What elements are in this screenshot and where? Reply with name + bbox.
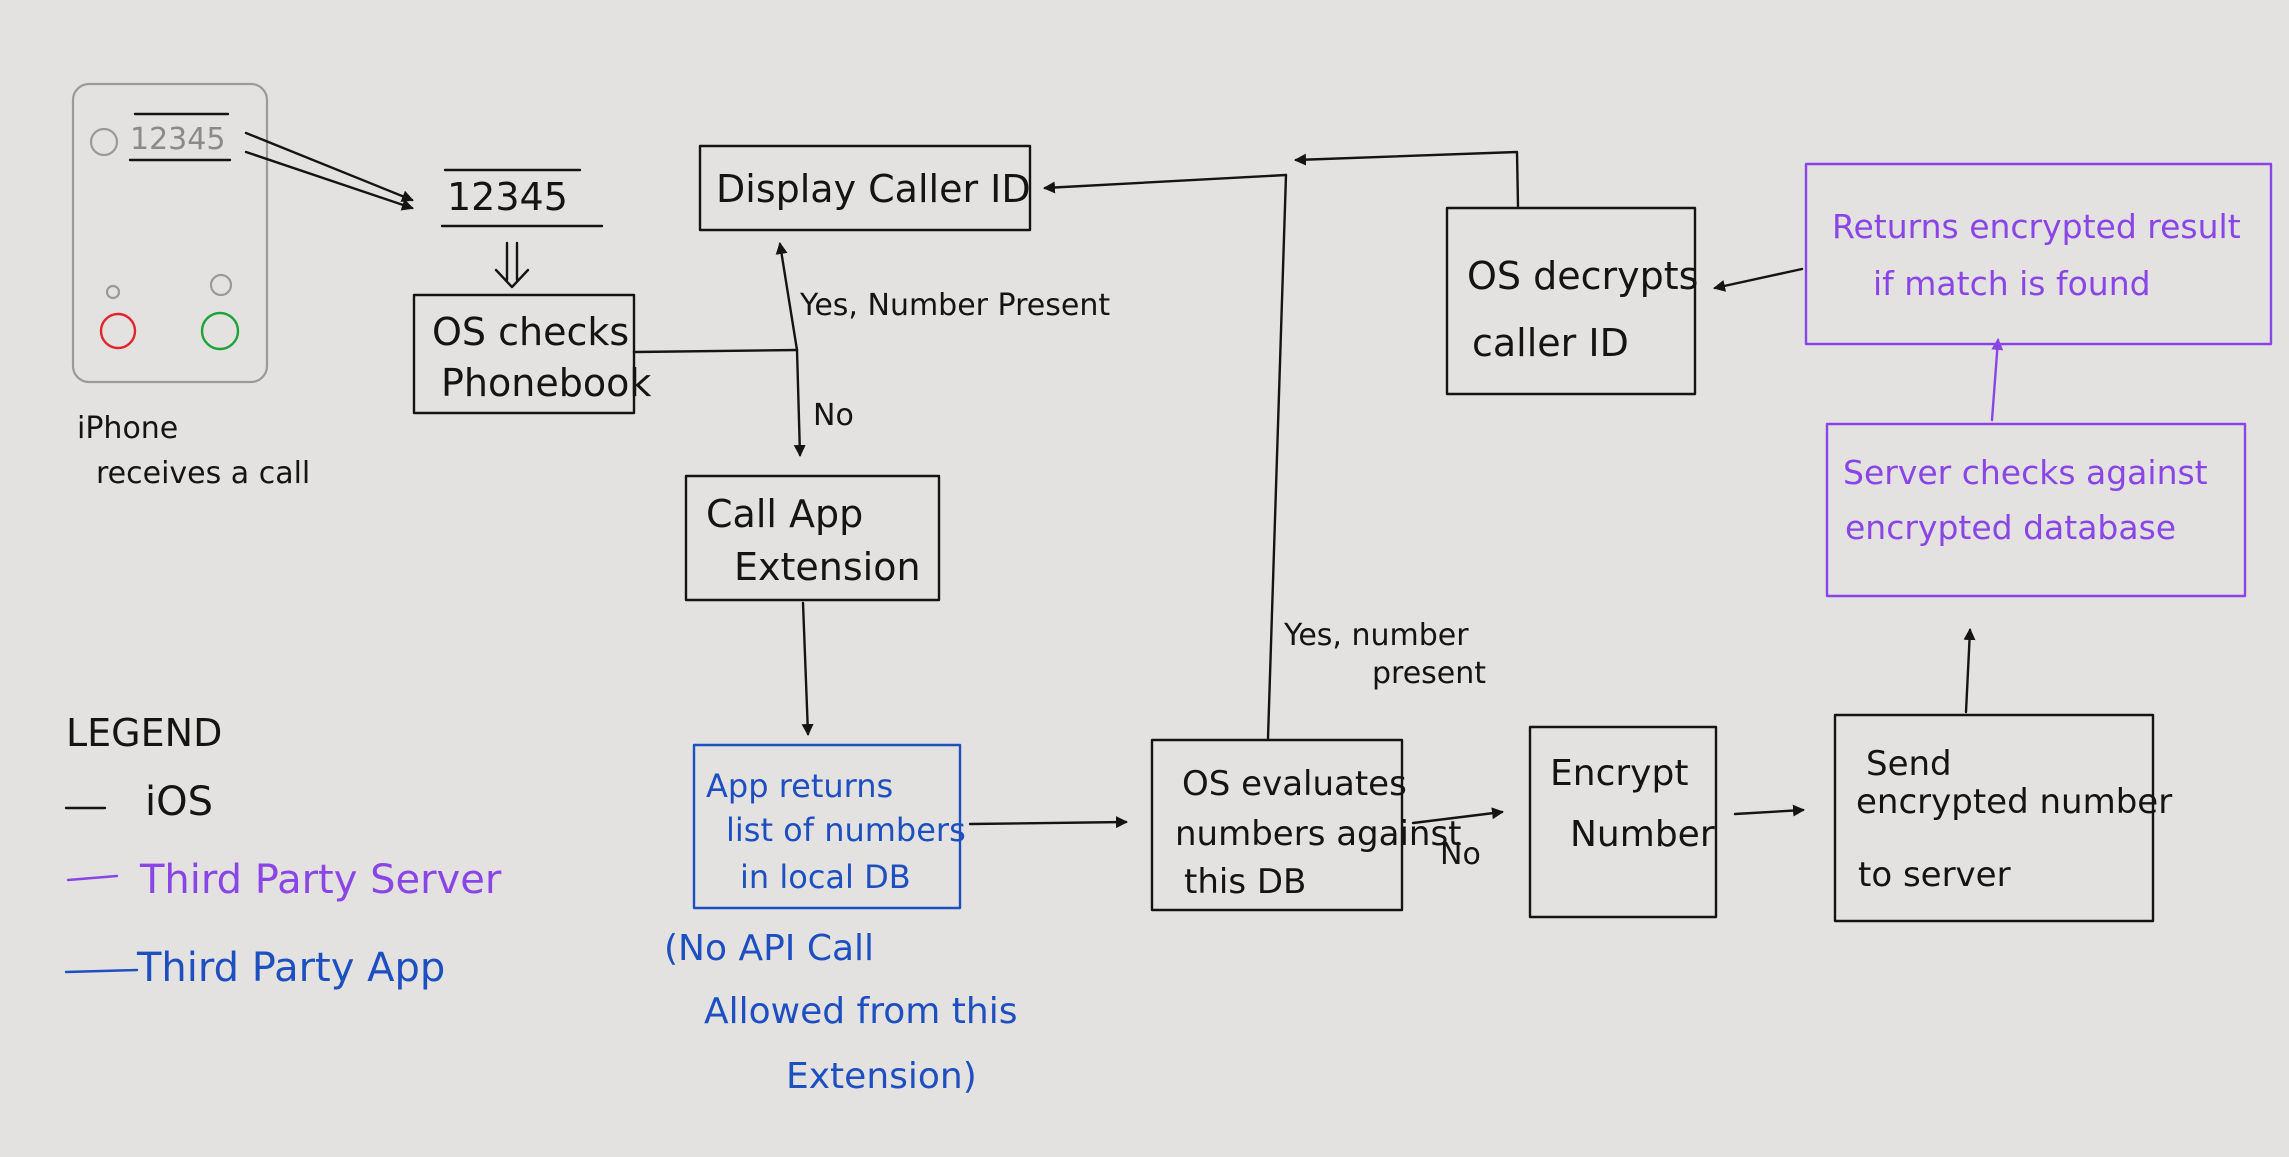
node-os-checks-phonebook-line1: OS checks (432, 310, 629, 354)
node-send-encrypted-box (1833, 713, 2155, 923)
node-os-checks-phonebook-box (412, 293, 636, 415)
incoming-number: 12345 (447, 175, 568, 219)
node-display-caller-id-box (698, 144, 1032, 232)
edge-extension-to-app (801, 601, 814, 736)
node-encrypt-number-box (1528, 725, 1718, 919)
iphone-small-icon-left (105, 284, 121, 300)
node-encrypt-number-line2: Number (1570, 814, 1715, 855)
node-display-caller-id-label: Display Caller ID (716, 167, 1031, 211)
node-os-evaluates-line2: numbers against (1175, 814, 1462, 854)
node-send-encrypted-line1: Send (1866, 744, 1952, 784)
node-send-encrypted: Send encrypted number to server (1833, 713, 2172, 923)
node-server-checks-line1: Server checks against (1843, 453, 2208, 492)
edge-encrypt-to-send (1733, 804, 1805, 817)
node-app-returns-list-line3: in local DB (740, 858, 911, 896)
iphone-caption-line1: iPhone (77, 411, 178, 446)
incoming-number-display: 12345 (440, 168, 604, 228)
legend-app-label: Third Party App (136, 945, 445, 991)
edge-phone-to-number-2 (244, 150, 414, 211)
legend-title: LEGEND (66, 711, 222, 755)
legend-ios-label: iOS (145, 779, 213, 825)
edge-junction-to-display (1043, 173, 1288, 194)
decline-call-icon (99, 312, 137, 350)
edge-returns-to-decrypt (1713, 267, 1804, 292)
node-app-returns-list-line2: list of numbers (726, 811, 966, 849)
node-os-decrypts-line2: caller ID (1472, 321, 1629, 365)
edge-label-yes-number-eval-line1: Yes, number (1283, 618, 1469, 653)
node-os-evaluates-line1: OS evaluates (1182, 764, 1407, 804)
node-returns-encrypted-result: Returns encrypted result if match is fou… (1804, 162, 2273, 346)
node-server-checks-box (1825, 422, 2247, 598)
iphone-caption-line2: receives a call (96, 456, 310, 491)
iphone-body (71, 82, 269, 384)
edge-phonebook-to-junction (632, 348, 799, 354)
node-returns-encrypted-result-box (1804, 162, 2273, 346)
edge-send-to-server (1963, 628, 1976, 714)
legend-app-swatch (64, 968, 139, 974)
edge-label-no-eval: No (1440, 837, 1481, 872)
edge-app-to-os-evaluates (968, 816, 1128, 829)
iphone-sketch: 12345 iPhone receives a call (71, 82, 310, 491)
edge-label-no-phonebook: No (813, 398, 854, 433)
node-app-returns-list: App returns list of numbers in local DB (692, 743, 966, 910)
legend: LEGEND iOS Third Party Server Third Part… (64, 711, 502, 991)
iphone-caller-avatar-icon (89, 127, 119, 157)
note-line3: Extension) (786, 1056, 977, 1097)
node-app-returns-list-box (692, 743, 962, 910)
edge-yes-to-display (775, 242, 799, 352)
node-send-encrypted-line3: to server (1858, 855, 2011, 895)
iphone-small-icon-right (209, 273, 233, 297)
node-returns-encrypted-result-line1: Returns encrypted result (1832, 207, 2241, 246)
node-os-decrypts: OS decrypts caller ID (1445, 206, 1698, 396)
node-os-evaluates-line3: this DB (1184, 862, 1306, 902)
edge-no-to-extension (793, 348, 806, 457)
node-encrypt-number-line1: Encrypt (1550, 753, 1688, 794)
node-server-checks-line2: encrypted database (1845, 508, 2176, 547)
node-server-checks: Server checks against encrypted database (1825, 422, 2247, 598)
edge-server-to-returns (1990, 338, 2004, 422)
node-os-decrypts-box (1445, 206, 1697, 396)
node-returns-encrypted-result-line2: if match is found (1873, 264, 2151, 303)
node-display-caller-id: Display Caller ID (698, 144, 1032, 232)
node-os-checks-phonebook-line2: Phonebook (441, 361, 651, 405)
node-call-app-extension-line2: Extension (734, 545, 921, 589)
node-call-app-extension-line1: Call App (706, 492, 863, 536)
edge-evaluates-no-to-encrypt (1411, 807, 1504, 825)
number-to-phonebook-arrow-icon (494, 241, 530, 289)
node-os-evaluates-box (1150, 738, 1404, 912)
edge-evaluates-yes-up (1266, 173, 1288, 740)
node-call-app-extension: Call App Extension (684, 474, 941, 602)
accept-call-icon (200, 311, 240, 351)
node-encrypt-number: Encrypt Number (1528, 725, 1718, 919)
note-line2: Allowed from this (704, 991, 1017, 1032)
edge-decrypt-up (1294, 150, 1520, 208)
node-app-returns-list-line1: App returns (706, 767, 893, 805)
node-call-app-extension-box (684, 474, 941, 602)
node-os-evaluates: OS evaluates numbers against this DB (1150, 738, 1462, 912)
edge-label-yes-number-eval-line2: present (1372, 656, 1486, 691)
legend-server-swatch (66, 874, 119, 882)
note-line1: (No API Call (664, 928, 874, 969)
node-os-decrypts-line1: OS decrypts (1467, 254, 1698, 298)
node-send-encrypted-line2: encrypted number (1856, 782, 2172, 822)
edge-phone-to-number-1 (244, 131, 414, 202)
edge-label-yes-number-present: Yes, Number Present (799, 288, 1110, 323)
node-os-checks-phonebook: OS checks Phonebook (412, 293, 651, 415)
iphone-screen-number: 12345 (130, 122, 225, 157)
legend-server-label: Third Party Server (139, 857, 502, 903)
